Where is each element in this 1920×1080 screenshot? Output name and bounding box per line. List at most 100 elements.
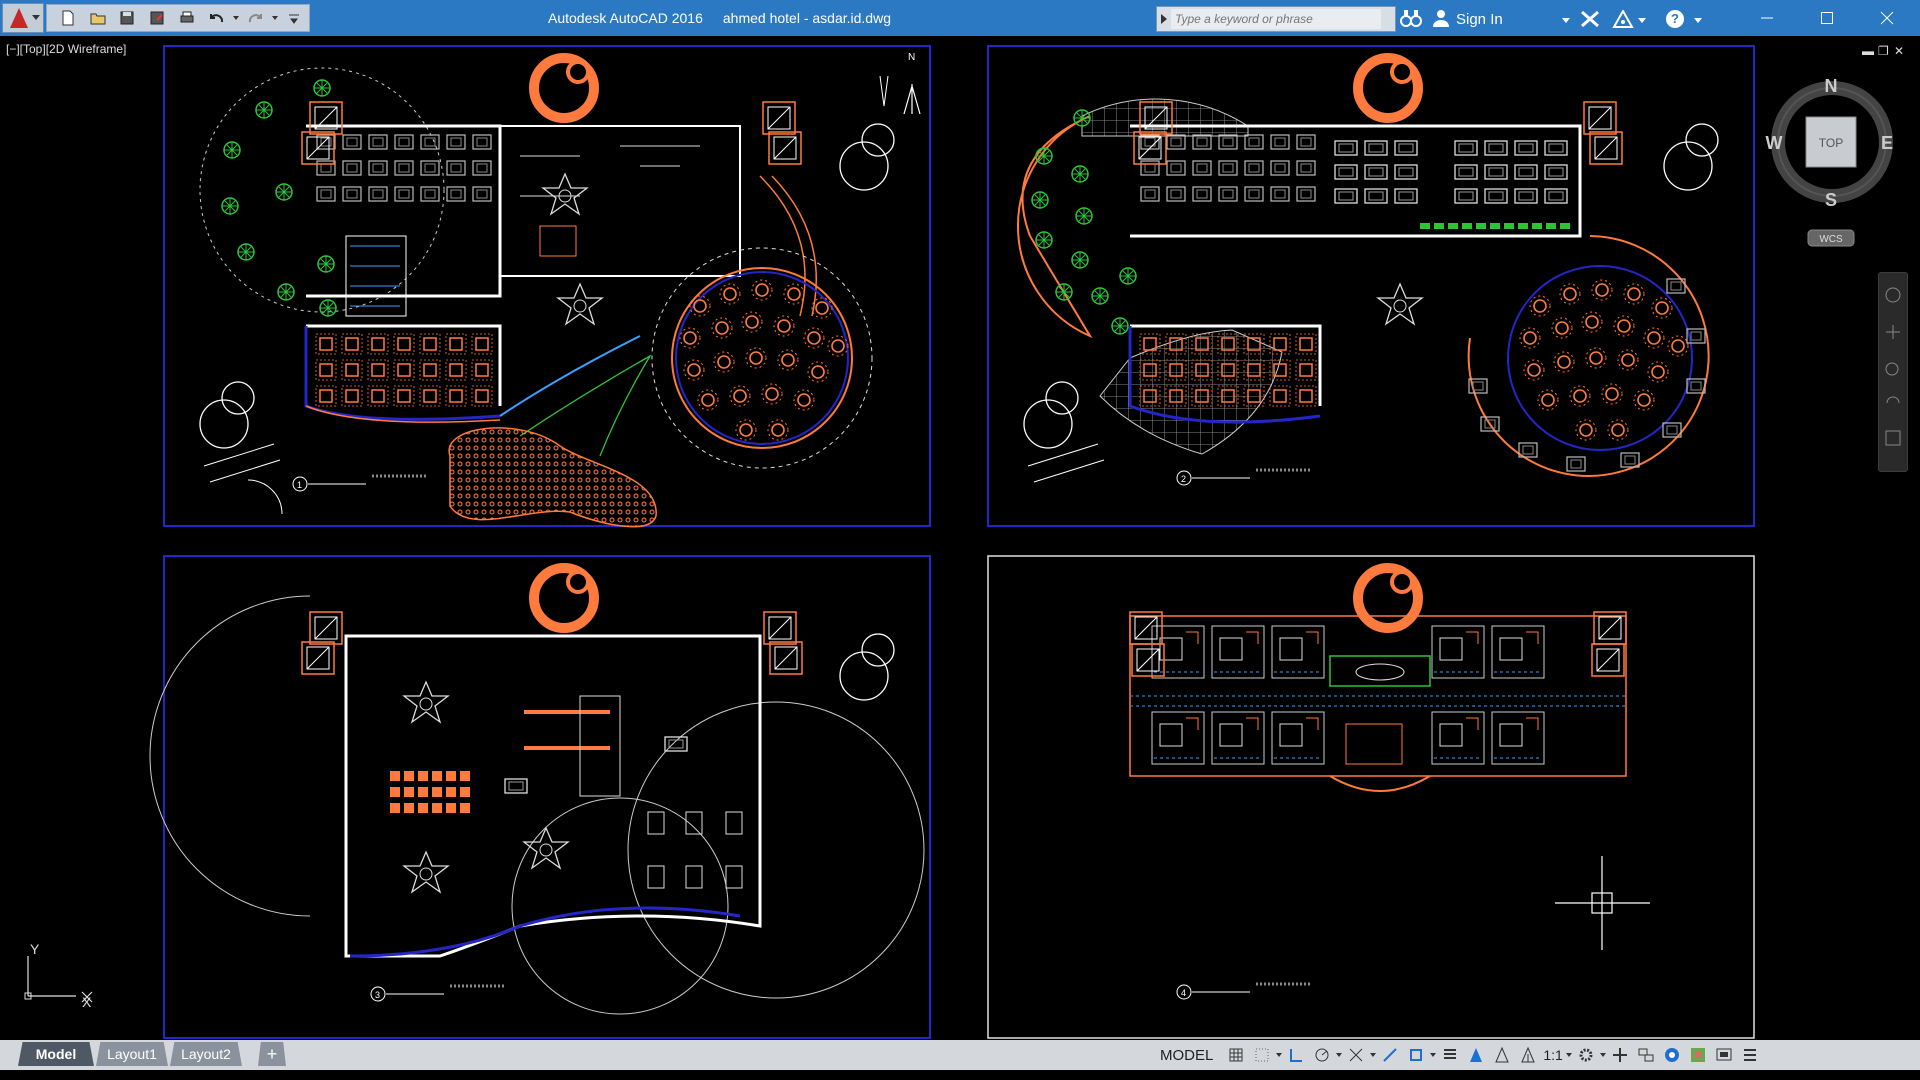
undo-icon	[209, 14, 223, 23]
application-menu-button[interactable]	[2, 3, 44, 33]
chevron-down-icon	[233, 16, 240, 20]
isodraft-button[interactable]	[1345, 1044, 1367, 1066]
annotation-scale-value[interactable]: 1:1	[1543, 1047, 1563, 1063]
redo-dropdown[interactable]	[270, 6, 279, 30]
north-label: N	[908, 52, 915, 63]
customization-button[interactable]	[1739, 1044, 1761, 1066]
grid-icon	[1229, 1048, 1243, 1062]
floor-plan-2: 2	[987, 45, 1755, 527]
annotation-scale-button[interactable]	[1517, 1044, 1539, 1066]
ucs-x-label: X	[82, 994, 92, 1010]
model-space-toggle[interactable]: MODEL	[1160, 1046, 1214, 1064]
search-expand-icon[interactable]	[1161, 14, 1167, 24]
viewport-minimize-icon[interactable]: ▬	[1862, 44, 1874, 58]
open-folder-icon	[90, 13, 106, 25]
viewcube[interactable]: TOP N S E W WCS	[1766, 76, 1894, 247]
snap-dropdown[interactable]	[1275, 1044, 1283, 1066]
polar-icon	[1315, 1048, 1329, 1062]
plan-3-frame	[163, 555, 931, 1039]
add-layout-button[interactable]: +	[258, 1042, 286, 1066]
save-button[interactable]	[113, 6, 143, 30]
clean-screen-button[interactable]	[1713, 1044, 1735, 1066]
chevron-down-icon[interactable]	[1694, 18, 1702, 23]
compass-east[interactable]: E	[1881, 133, 1893, 153]
viewport-restore-icon[interactable]: ❐	[1878, 44, 1889, 58]
maximize-button[interactable]	[1804, 4, 1850, 32]
isolate-objects-button[interactable]	[1661, 1044, 1683, 1066]
object-snap-button[interactable]	[1405, 1044, 1427, 1066]
undo-dropdown[interactable]	[232, 6, 241, 30]
compass-south[interactable]: S	[1825, 190, 1837, 210]
object-snap-dropdown[interactable]	[1429, 1044, 1437, 1066]
customize-toolbar-button[interactable]	[279, 6, 309, 30]
workspace-dropdown[interactable]	[1599, 1044, 1607, 1066]
binoculars-icon[interactable]	[1400, 8, 1422, 28]
polar-button[interactable]	[1311, 1044, 1333, 1066]
grid-button[interactable]	[1225, 1044, 1247, 1066]
tab-layout1[interactable]: Layout1	[96, 1042, 168, 1066]
polar-dropdown[interactable]	[1335, 1044, 1343, 1066]
compass-north[interactable]: N	[1825, 76, 1838, 96]
user-icon	[1433, 10, 1449, 27]
chevron-down-icon[interactable]	[1638, 18, 1646, 23]
undo-button[interactable]	[202, 6, 232, 30]
plus-icon	[1612, 1048, 1627, 1062]
lineweight-button[interactable]	[1439, 1044, 1461, 1066]
object-snap-tracking-button[interactable]	[1379, 1044, 1401, 1066]
search-input[interactable]	[1171, 9, 1381, 29]
chevron-down-icon	[271, 16, 278, 20]
viewport-close-icon[interactable]: ✕	[1894, 44, 1905, 58]
redo-button[interactable]	[241, 6, 271, 30]
snap-button[interactable]	[1251, 1044, 1273, 1066]
units-button[interactable]	[1635, 1044, 1657, 1066]
plan-1-number: 1	[297, 480, 302, 490]
lineweight-icon	[1444, 1049, 1457, 1059]
open-file-button[interactable]	[83, 6, 113, 30]
plot-button[interactable]	[172, 6, 202, 30]
hardware-acceleration-button[interactable]	[1687, 1044, 1709, 1066]
save-as-button[interactable]	[142, 6, 172, 30]
wcs-menu[interactable]: WCS	[1819, 234, 1843, 245]
workspace-button[interactable]	[1575, 1044, 1597, 1066]
help-icon[interactable]: ?	[1666, 10, 1684, 28]
new-file-button[interactable]	[53, 6, 83, 30]
plan-4-number: 4	[1181, 988, 1186, 998]
autocad-logo-icon	[10, 8, 28, 28]
annotation-visibility-button[interactable]	[1465, 1044, 1487, 1066]
scale-dropdown[interactable]	[1565, 1044, 1573, 1066]
orbit-icon[interactable]	[1886, 396, 1900, 404]
sign-in-link[interactable]: Sign In	[1456, 11, 1503, 28]
search-box	[1156, 6, 1396, 32]
pan-icon[interactable]	[1886, 325, 1900, 339]
close-button[interactable]	[1864, 4, 1910, 32]
navigation-bar[interactable]	[1878, 272, 1908, 472]
annotation-monitor-button[interactable]	[1609, 1044, 1631, 1066]
snap-icon	[1255, 1048, 1269, 1062]
steering-wheel-icon[interactable]	[1885, 287, 1901, 303]
file-title: ahmed hotel - asdar.id.dwg	[722, 10, 891, 26]
isodraft-dropdown[interactable]	[1369, 1044, 1377, 1066]
auto-scale-icon	[1495, 1046, 1510, 1063]
a360-icon[interactable]	[1612, 10, 1634, 28]
drawing-area[interactable]: [−][Top][2D Wireframe] ▬ ❐ ✕	[0, 36, 1920, 1040]
annotation-scale-icon	[1521, 1046, 1536, 1063]
chevron-down-icon[interactable]	[1562, 18, 1570, 23]
object-snap-icon	[1410, 1049, 1423, 1061]
floor-plan-4: 4	[987, 555, 1755, 1039]
north-arrow-icon	[879, 75, 921, 115]
close-icon	[1880, 11, 1894, 25]
compass-west[interactable]: W	[1766, 133, 1783, 153]
ucs-icon	[24, 956, 93, 1003]
viewcube-top-face[interactable]: TOP	[1819, 136, 1843, 150]
exchange-apps-icon[interactable]	[1580, 10, 1600, 28]
ortho-button[interactable]	[1285, 1044, 1307, 1066]
minimize-button[interactable]	[1744, 4, 1790, 32]
showmotion-icon[interactable]	[1885, 430, 1901, 446]
viewport-controls-label[interactable]: [−][Top][2D Wireframe]	[6, 42, 127, 56]
save-as-icon	[150, 11, 164, 25]
tab-layout2[interactable]: Layout2	[170, 1042, 242, 1066]
tab-model[interactable]: Model	[18, 1042, 94, 1066]
auto-scale-button[interactable]	[1491, 1044, 1513, 1066]
zoom-icon[interactable]	[1885, 362, 1899, 376]
